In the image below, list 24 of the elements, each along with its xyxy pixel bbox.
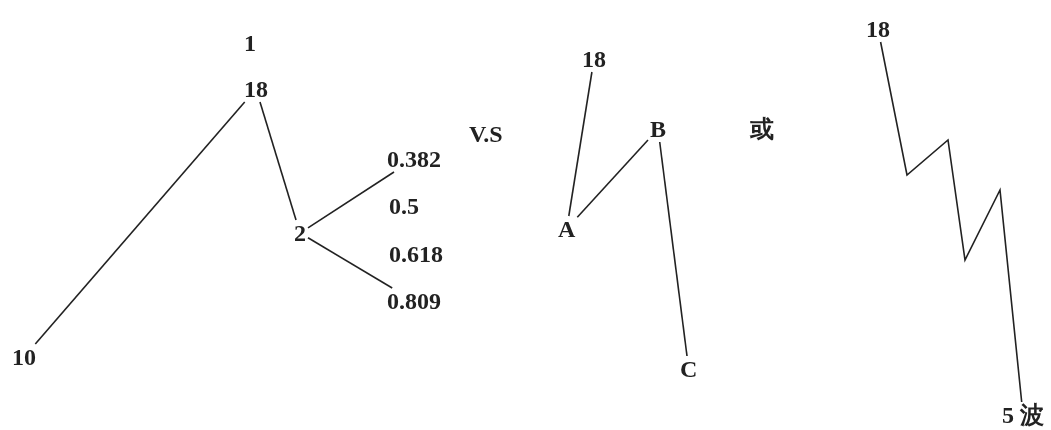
point-label: B <box>648 116 668 142</box>
chart-label: 1 <box>243 30 257 56</box>
point-label: 0.382 <box>385 146 443 172</box>
wave-line <box>307 171 395 229</box>
point-label: A <box>556 216 578 242</box>
chart-label: V.S <box>468 121 504 147</box>
point-label: C <box>678 356 700 382</box>
point-label: 2 <box>292 220 308 246</box>
point-label: 18 <box>580 46 608 72</box>
chart-label: 或 <box>749 116 775 142</box>
point-label: 5 波 <box>1000 402 1046 428</box>
wave-line <box>259 101 297 221</box>
chart-label: 0.5 <box>388 193 420 219</box>
point-label: 0.809 <box>385 288 443 314</box>
point-label: 18 <box>864 16 892 42</box>
wave-line <box>576 139 649 219</box>
wave-line <box>879 41 1023 403</box>
wave-line <box>658 141 688 357</box>
wave-line <box>568 71 593 217</box>
chart-label: 0.618 <box>388 241 444 267</box>
point-label: 18 <box>242 76 270 102</box>
point-label: 10 <box>10 344 38 370</box>
wave-line <box>34 101 246 345</box>
wave-line <box>307 237 393 289</box>
